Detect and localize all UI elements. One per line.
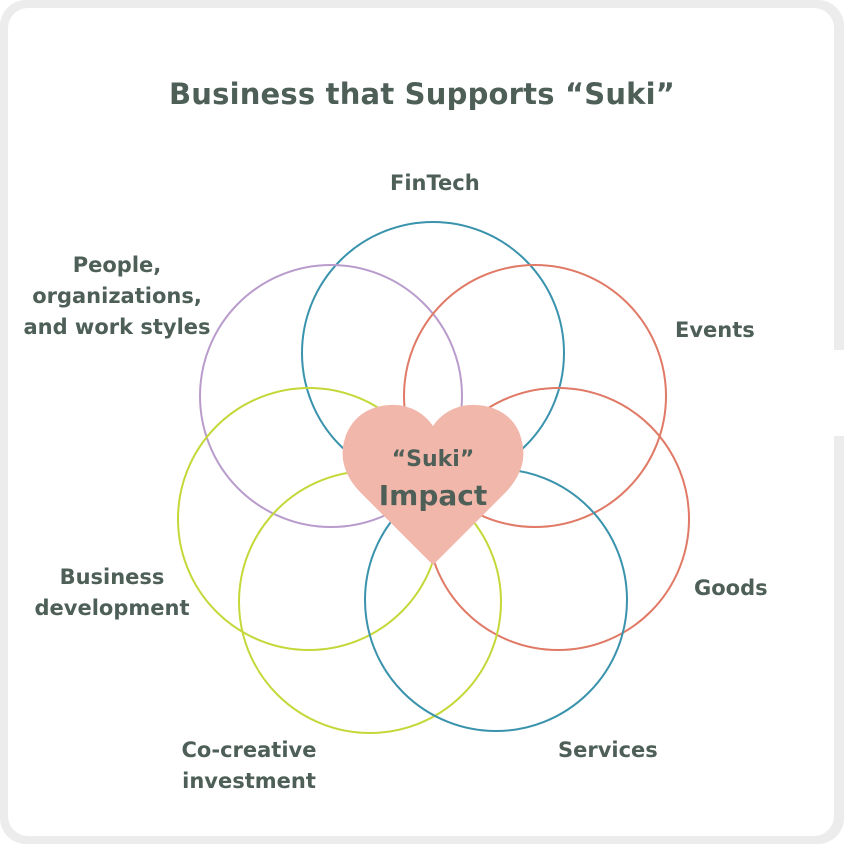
label-services: Services (558, 738, 658, 762)
heart-label-line1: “Suki” (391, 447, 475, 472)
frame-gap (834, 350, 844, 436)
label-business-development: Business development (34, 565, 190, 620)
diagram-title: Business that Supports “Suki” (168, 77, 676, 111)
label-fintech: FinTech (390, 171, 480, 195)
label-goods: Goods (694, 576, 768, 600)
label-people: People, organizations, and work styles (23, 253, 211, 339)
heart-label-line2: Impact (378, 479, 488, 512)
circle-events (403, 264, 667, 528)
label-co-creative-investment: Co-creative investment (181, 738, 317, 793)
circle-people (199, 264, 463, 528)
label-events: Events (675, 318, 755, 342)
heart-shape (342, 404, 524, 565)
